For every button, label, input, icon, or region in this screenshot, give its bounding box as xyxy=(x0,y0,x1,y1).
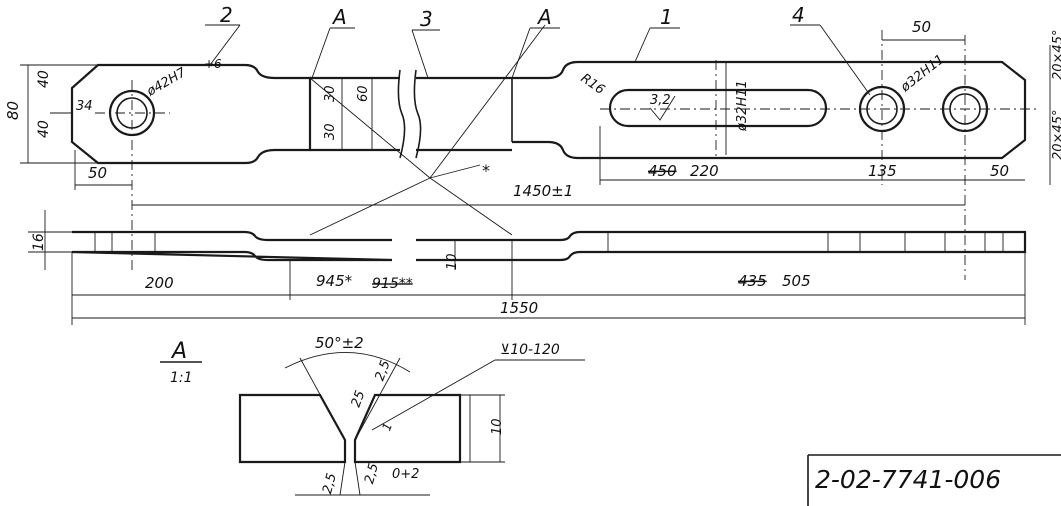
plate-right xyxy=(353,393,462,464)
dim-220: 220 xyxy=(690,162,719,180)
bevel-line-left xyxy=(299,357,346,441)
section-a-right-label: A xyxy=(536,5,552,29)
top-view-outline-left xyxy=(70,63,312,165)
dim-2-5-a: 25 xyxy=(349,389,369,410)
section-a-left-label: A xyxy=(331,5,347,29)
dim-30-top: 30 xyxy=(323,85,338,102)
top-view-outline-right xyxy=(512,60,1027,160)
dim-34: 34 xyxy=(76,99,93,114)
dim-945: 945* xyxy=(316,272,353,290)
weld-symbol: ⊻10-120 xyxy=(500,342,560,358)
section-angle: 50°±2 xyxy=(315,334,364,352)
dim-40-bottom: 40 xyxy=(36,120,52,138)
chamfer-top: 20×45° xyxy=(1051,30,1061,80)
section-a: A 1:1 50°±2 ⊻10-120 25 2,5 1 10 2,5 2,5 … xyxy=(160,334,585,496)
hole-left-label: ø42H7 xyxy=(144,65,190,100)
dim-435-old: 435 xyxy=(738,272,767,290)
top-dimension-lines xyxy=(20,39,1051,206)
dim-gap: 0+2 xyxy=(392,467,419,482)
dim-2-5-c: 2,5 xyxy=(320,472,340,496)
part-leaders xyxy=(205,24,871,96)
roughness-label: 3,2 xyxy=(650,93,671,108)
slot xyxy=(608,88,828,128)
dim-16: 16 xyxy=(31,233,47,251)
section-title: A xyxy=(170,339,187,364)
leader-star-lines xyxy=(309,24,546,236)
dim-50-right: 50 xyxy=(990,162,1009,180)
dim-50-left: 50 xyxy=(88,164,107,182)
radius-label: R16 xyxy=(578,71,608,98)
plate-left xyxy=(238,393,347,464)
dim-2-5-d: 2,5 xyxy=(362,462,382,486)
dim-60: 60 xyxy=(356,85,371,102)
break-line-right xyxy=(413,69,422,159)
part-2-label: 2 xyxy=(220,3,233,27)
slot-width-label: ø32H11 xyxy=(735,80,750,132)
drawing-number: 2-02-7741-006 xyxy=(815,465,1001,494)
bevel-line-right xyxy=(354,357,401,441)
weld-leader xyxy=(371,359,496,431)
dim-10-section: 10 xyxy=(490,418,505,435)
dim-200: 200 xyxy=(145,274,174,292)
dim-915: 915** xyxy=(372,276,413,292)
dim-505: 505 xyxy=(782,272,811,290)
top-view-outline-middle xyxy=(310,76,512,152)
break-line xyxy=(397,69,406,159)
top-view: 80 40 40 34 ø42H7 +6 50 30 60 30 R16 3,2… xyxy=(4,3,1061,280)
gap-line-right xyxy=(354,461,361,496)
dim-1450: 1450±1 xyxy=(513,182,573,200)
part-4-label: 4 xyxy=(792,3,805,27)
side-view-details xyxy=(28,210,1026,325)
hole-left-extra: +6 xyxy=(204,57,222,71)
section-scale: 1:1 xyxy=(170,370,193,386)
title-block: 2-02-7741-006 xyxy=(807,454,1061,506)
dim-40-top: 40 xyxy=(36,70,52,88)
star-mark: * xyxy=(482,161,490,180)
dim-30-bottom: 30 xyxy=(323,123,338,140)
center-lines xyxy=(95,30,1040,280)
chamfer-bottom: 20×45° xyxy=(1051,110,1061,160)
dim-50-top: 50 xyxy=(912,18,931,36)
dim-2-5-b: 2,5 xyxy=(373,358,394,383)
gap-line-left xyxy=(339,461,346,496)
side-view-outline xyxy=(71,230,1027,262)
roughness-check-icon xyxy=(649,95,676,121)
dim-10-side: 10 xyxy=(445,253,460,270)
side-view: 16 10 200 945* 915** 435 505 1550 xyxy=(28,210,1027,325)
part-1-label: 1 xyxy=(660,5,673,29)
dim-135: 135 xyxy=(868,162,897,180)
dim-450-old: 450 xyxy=(648,162,677,180)
dim-1: 1 xyxy=(379,421,395,433)
part-3-label: 3 xyxy=(420,7,433,31)
hole-right-label: ø32H11 xyxy=(897,52,947,96)
dim-1550: 1550 xyxy=(500,299,538,317)
dim-80: 80 xyxy=(4,101,22,120)
